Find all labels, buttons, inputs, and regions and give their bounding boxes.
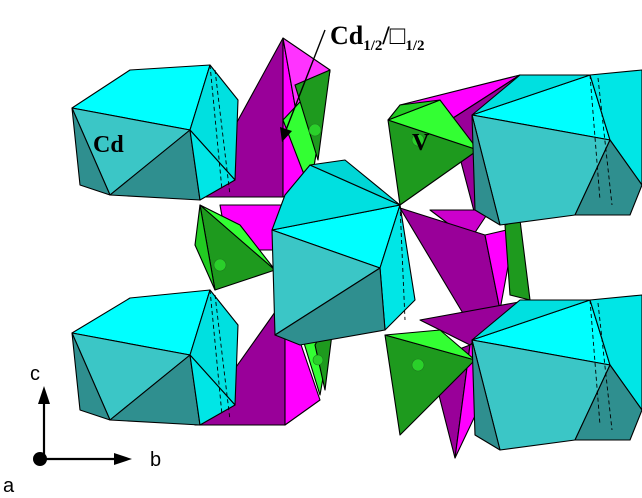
v-atom xyxy=(313,355,323,365)
v-atom xyxy=(309,124,321,136)
mixed-label-base: Cd xyxy=(330,21,364,50)
cd-site-label: Cd xyxy=(93,132,124,158)
cd-octahedron-lower-left xyxy=(72,290,238,425)
mixed-label-sub1: 1/2 xyxy=(363,38,382,54)
mixed-label-slash: /□ xyxy=(381,21,405,50)
v-tetrahedron-right-edge xyxy=(505,220,530,300)
v-site-label: V xyxy=(412,130,430,156)
a-axis-label: a xyxy=(3,475,15,497)
b-axis-label: b xyxy=(150,449,161,471)
cd-octahedron-upper-right xyxy=(472,70,642,225)
cd-octahedron-lower-right xyxy=(472,295,642,450)
v-atom xyxy=(214,259,226,271)
b-axis-arrowhead xyxy=(114,453,132,465)
mixed-site-label: Cd1/2/□1/2 xyxy=(330,21,425,54)
svg-text:Cd1/2/□1/2: Cd1/2/□1/2 xyxy=(330,21,425,54)
c-axis-arrowhead xyxy=(38,386,50,404)
a-axis-dot xyxy=(33,452,47,466)
v-atom xyxy=(412,359,424,371)
c-axis-label: c xyxy=(30,363,40,385)
mixed-label-sub2: 1/2 xyxy=(405,38,424,54)
cd-octahedron-center xyxy=(272,160,415,345)
